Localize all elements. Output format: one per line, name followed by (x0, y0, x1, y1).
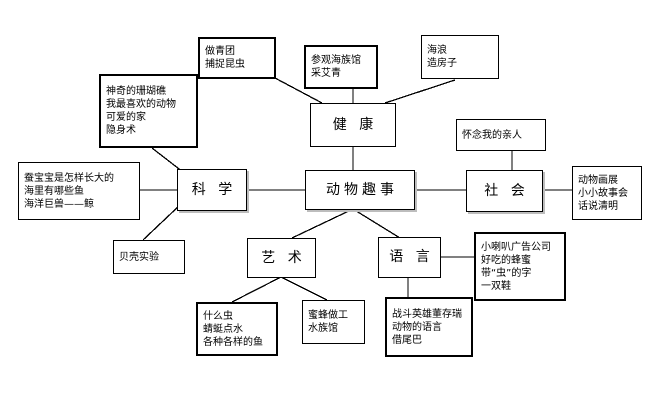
node-topic-make-qingtuan[interactable]: 做青团 捕捉昆虫 (198, 37, 276, 79)
node-topic-coral-reef[interactable]: 神奇的珊瑚礁 我最喜欢的动物 可爱的家 隐身术 (99, 74, 198, 148)
node-topic-trumpet-ad[interactable]: 小喇叭广告公司 好吃的蜂蜜 带“虫”的字 一双鞋 (474, 232, 566, 301)
node-line: 好吃的蜂蜜 (481, 254, 531, 266)
node-branch-health[interactable]: 健 康 (310, 103, 396, 147)
node-line: 战斗英雄董存瑞 (392, 308, 462, 320)
node-line: 小小故事会 (578, 187, 628, 199)
edge-waves-health (384, 79, 456, 104)
node-line: 一双鞋 (481, 280, 511, 292)
node-topic-bees-work[interactable]: 蜜蜂做工 水族馆 (302, 300, 365, 344)
edge-coral-science (151, 147, 184, 173)
node-center-animal-stories[interactable]: 动物趣事 (305, 170, 415, 210)
node-line: 海里有哪些鱼 (24, 185, 84, 197)
node-topic-sea-waves[interactable]: 海浪 造房子 (421, 35, 499, 79)
node-line: 参观海族馆 (311, 55, 361, 66)
node-topic-visit-aquarium[interactable]: 参观海族馆 采艾青 (304, 45, 378, 89)
node-line: 可爱的家 (106, 112, 146, 123)
node-line: 水族馆 (308, 323, 338, 334)
node-line: 什么虫 (203, 310, 233, 322)
node-line: 贝壳实验 (119, 251, 159, 263)
node-line: 蜜蜂做工 (308, 310, 348, 321)
node-line: 借尾巴 (392, 334, 422, 346)
node-line: 做青团 (205, 46, 235, 57)
node-line: 造房子 (427, 58, 457, 69)
node-line: 健 康 (332, 116, 378, 133)
node-line: 蜻蜓点水 (203, 323, 243, 335)
node-line: 海浪 (427, 45, 447, 56)
node-line: 动物趣事 (326, 181, 398, 198)
node-line: 带“虫”的字 (481, 267, 532, 279)
node-line: 社 会 (484, 182, 529, 199)
node-line: 神奇的珊瑚礁 (106, 86, 166, 97)
edge-art-whatbug (231, 276, 282, 303)
node-branch-science[interactable]: 科 学 (177, 169, 247, 211)
node-line: 蚕宝宝是怎样长大的 (24, 172, 114, 184)
node-line: 科 学 (191, 181, 237, 198)
node-branch-society[interactable]: 社 会 (466, 170, 543, 212)
edge-center-language (352, 208, 401, 239)
node-line: 海洋巨兽——鲸 (24, 198, 94, 210)
node-line: 捕捉昆虫 (205, 59, 245, 70)
node-line: 话说清明 (578, 200, 618, 212)
node-topic-shell-experiment[interactable]: 贝壳实验 (113, 240, 185, 274)
edge-art-bees (280, 276, 328, 301)
node-line: 我最喜欢的动物 (106, 99, 176, 110)
node-branch-art[interactable]: 艺 术 (247, 238, 316, 278)
node-line: 小喇叭广告公司 (481, 241, 551, 253)
node-line: 语 言 (389, 249, 434, 265)
node-line: 各种各样的鱼 (203, 336, 263, 348)
node-line: 动物的语言 (392, 321, 442, 333)
node-line: 动物画展 (578, 174, 618, 186)
node-topic-remember-relatives[interactable]: 怀念我的亲人 (456, 119, 546, 151)
edge-center-art (291, 208, 354, 239)
edge-qingtuan-health (274, 77, 323, 104)
node-topic-what-bug[interactable]: 什么虫 蜻蜓点水 各种各样的鱼 (196, 302, 278, 356)
node-topic-animal-exhibition[interactable]: 动物画展 小小故事会 话说清明 (572, 166, 642, 220)
node-branch-language[interactable]: 语 言 (378, 237, 441, 278)
node-topic-war-hero[interactable]: 战斗英雄董存瑞 动物的语言 借尾巴 (385, 297, 473, 357)
node-topic-silkworm[interactable]: 蚕宝宝是怎样长大的 海里有哪些鱼 海洋巨兽——鲸 (18, 162, 140, 220)
edge-shell-science (142, 204, 181, 241)
node-line: 采艾青 (311, 68, 341, 79)
node-line: 怀念我的亲人 (462, 129, 522, 141)
node-line: 艺 术 (261, 249, 306, 266)
node-line: 隐身术 (106, 125, 136, 136)
